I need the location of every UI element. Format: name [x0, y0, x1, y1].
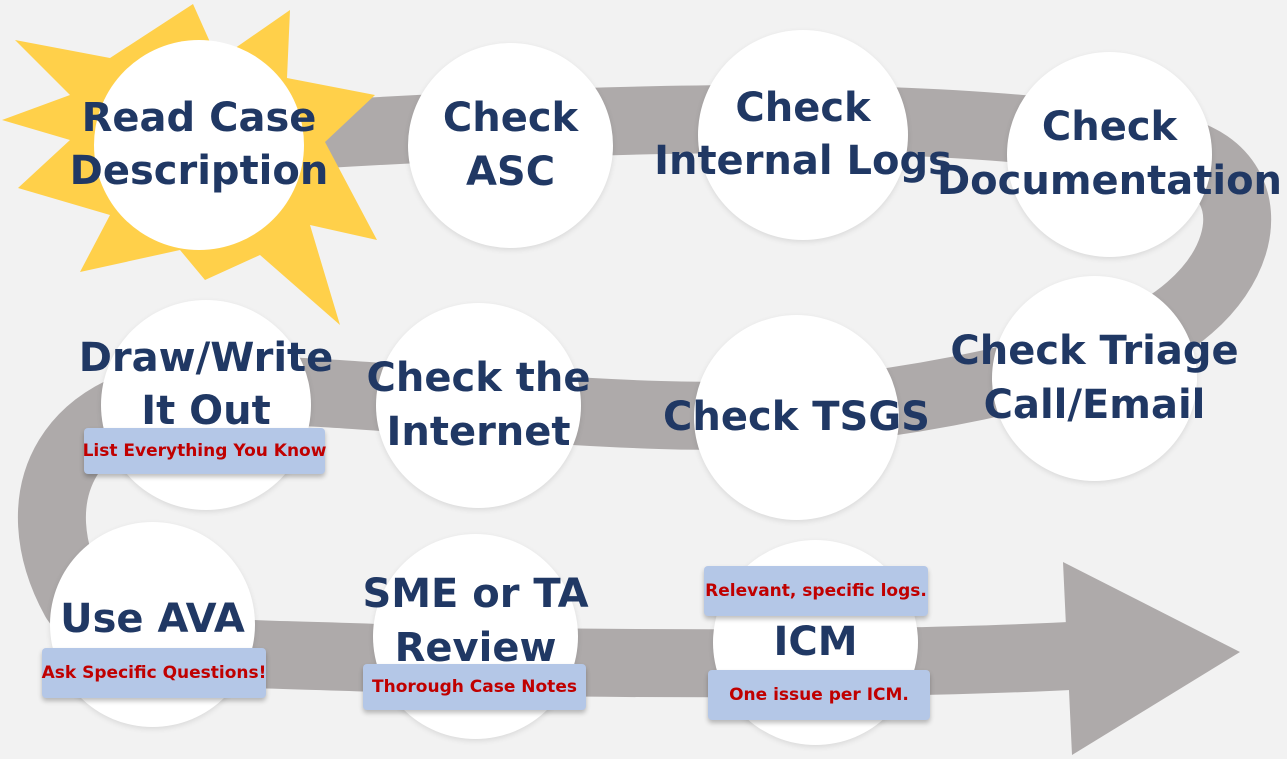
step-check-documentation: Check Documentation — [937, 52, 1282, 257]
step-check-triage: Check Triage Call/Email — [950, 276, 1239, 481]
step-read-case: Read Case Description — [70, 40, 328, 250]
step-check-internal-logs: Check Internal Logs — [654, 30, 952, 240]
tag-list-everything: List Everything You Know — [83, 428, 326, 474]
step-label: Check Documentation — [936, 104, 1283, 204]
tag-thorough-notes: Thorough Case Notes — [363, 664, 586, 710]
step-draw-write: Draw/Write It Out — [79, 300, 333, 510]
step-label: Check ASC — [442, 95, 579, 195]
step-label: Draw/Write It Out — [78, 334, 334, 434]
step-label: Use AVA — [60, 595, 245, 642]
step-circle — [94, 40, 304, 250]
step-check-asc: Check ASC — [408, 43, 613, 248]
tag-ask-specific: Ask Specific Questions! — [42, 648, 266, 698]
tag-relevant-logs: Relevant, specific logs. — [704, 566, 928, 616]
step-label: SME or TA Review — [362, 571, 589, 671]
step-label: Read Case Description — [69, 94, 329, 194]
tag-one-issue: One issue per ICM. — [708, 670, 930, 720]
step-label: ICM — [773, 618, 858, 665]
step-label: Check TSGS — [663, 393, 930, 440]
arrow-head — [1063, 562, 1240, 755]
step-check-tsgs: Check TSGS — [663, 315, 930, 520]
step-label: Check Internal Logs — [654, 84, 952, 184]
step-check-internet: Check the Internet — [367, 303, 590, 508]
step-label: Check Triage Call/Email — [950, 328, 1239, 428]
step-label: Check the Internet — [366, 355, 591, 455]
